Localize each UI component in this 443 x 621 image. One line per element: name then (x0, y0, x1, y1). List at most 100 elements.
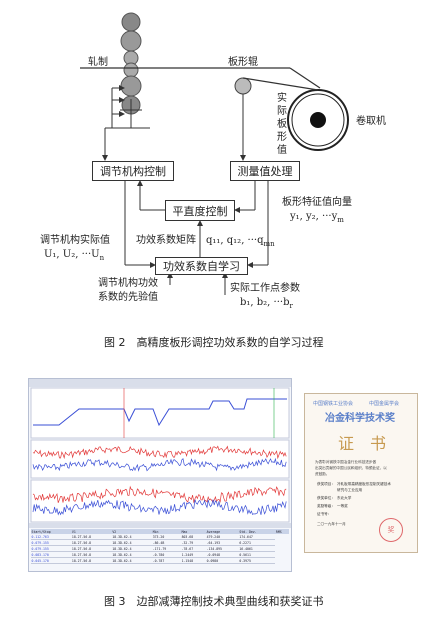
adjust-control-box: 调节机构控制 (92, 161, 174, 181)
actual-sub: n (99, 254, 105, 262)
stats-header-cell: Min (152, 529, 182, 534)
stats-cell: -134.895 (206, 545, 239, 552)
stats-cell: 18.2T-56.8 (71, 534, 112, 540)
stats-cell: 174.647 (238, 534, 276, 540)
feature-sub: m (337, 216, 344, 224)
cert-seal-text: 奖 (387, 526, 395, 534)
cert-field1-value: 冷轧板带高精度板形控制关键技术 (337, 482, 391, 486)
cert-body-line3: 资鼓励。 (315, 472, 330, 476)
stats-header-cell: Start/Stop (31, 529, 72, 534)
stats-header-cell: RMS (275, 529, 289, 534)
middle-red-curve (32, 445, 287, 460)
flatness-roll (234, 77, 252, 95)
prior-line1: 调节机构功效 (98, 278, 158, 289)
char: 形 (277, 132, 287, 143)
cert-field2-label: 获奖单位： (317, 496, 335, 500)
actual-flatness-vertical-label: 实 际 板 形 值 (276, 92, 288, 157)
stats-header-cell: V2 (111, 529, 153, 534)
feature-vector-label: 板形特征值向量 (282, 197, 352, 208)
feature-values: y₁, y₂, ···ym (290, 211, 344, 226)
work-params-values: b₁, b₂, ···br (240, 297, 293, 312)
cert-header-right: 中国金属学会 (369, 401, 400, 407)
feature-values-text: y₁, y₂, ···y (290, 211, 338, 222)
char: 实 (277, 93, 287, 104)
coiler-label: 卷取机 (356, 116, 386, 127)
stats-cell: -0.780 (152, 551, 182, 558)
cert-title: 冶金科学技术奖 (325, 413, 395, 424)
stats-cell: 803.68 (181, 534, 207, 540)
stats-cell: 0.112-763 (31, 534, 72, 540)
actual-values: U₁, U₂, ···Un (44, 249, 104, 264)
stats-header-cell: V1 (71, 529, 112, 534)
cert-field4-label: 证书号： (317, 512, 332, 516)
actual-value-title: 调节机构实际值 (40, 235, 110, 246)
stats-cell: 18.3D-62.4 (111, 539, 153, 546)
measure-process-box: 测量值处理 (230, 161, 300, 181)
figure2-caption: 图 2 高精度板形调控功效系数的自学习过程 (104, 336, 324, 349)
stats-cell: 16.4061 (238, 545, 276, 552)
cert-field3-label: 奖励等级： (317, 504, 335, 508)
work-params-title: 实际工作点参数 (230, 283, 300, 294)
cert-body-line1: 为表彰对钢铁中国冶金行业科技进步做 (315, 460, 377, 464)
flatness-control-box: 平直度控制 (165, 200, 235, 221)
stats-cell: 18.3D-62.4 (111, 551, 153, 558)
cert-field1-label: 获奖项目： (317, 482, 335, 486)
cert-header-left: 中国钢铁工业协会 (313, 401, 354, 407)
stats-cell: -78.67 (181, 545, 207, 552)
rolling-mill-rolls (120, 12, 142, 115)
cert-seal: 奖 (379, 518, 403, 542)
matrix-label: 功效系数矩阵 (136, 235, 196, 246)
stats-cell: 0.5611 (238, 551, 276, 558)
stats-cell: 0.045-170 (31, 557, 72, 564)
matrix-sub: mn (263, 240, 275, 248)
stats-cell: -0.0948 (206, 551, 239, 558)
cert-date: 二〇一九年十一月 (317, 522, 346, 526)
matrix-values-text: q₁₁, q₁₂, ···q (206, 235, 264, 246)
actual-values-text: U₁, U₂, ···U (44, 249, 100, 260)
cert-field3-value: 一等奖 (337, 504, 348, 508)
rolling-label: 轧制 (88, 57, 108, 68)
work-sub: r (289, 302, 293, 310)
stats-cell: -171.79 (152, 545, 182, 552)
stats-cell: 6.2271 (238, 539, 276, 546)
cert-field1-value2: 研究与工业应用 (337, 488, 363, 492)
flatness-roll-label: 板形辊 (228, 57, 258, 68)
stats-cell: 0.083-170 (31, 551, 72, 558)
prior-line2: 系数的先验值 (98, 292, 158, 303)
stats-cell: 18.3D-62.4 (111, 557, 153, 564)
figure3-caption: 图 3 边部减薄控制技术典型曲线和获奖证书 (104, 595, 324, 608)
stats-cell: 0.079-155 (31, 545, 72, 552)
work-params-text: b₁, b₂, ···b (240, 297, 290, 308)
figure2-diagram (80, 12, 349, 295)
bottom-red-curve (32, 485, 287, 504)
top-blue-curve (33, 398, 287, 427)
cert-big-chars: 证 书 (338, 434, 387, 453)
stats-cell: 18.2T-56.8 (71, 557, 112, 564)
stats-cell: -86.4B (152, 539, 182, 546)
stats-cell: 1.1548 (181, 557, 207, 564)
curve-noise (32, 445, 287, 516)
char: 值 (277, 145, 287, 156)
stats-cell: 18.2T-56.8 (71, 551, 112, 558)
stats-header-cell: Std. Dev. (238, 529, 276, 534)
char: 际 (277, 106, 287, 117)
char: 板 (277, 119, 287, 130)
stats-cell: 479.240 (206, 534, 239, 540)
stats-cell: 18.3D-62.4 (111, 534, 153, 540)
stats-cell: -64.193 (206, 539, 239, 546)
stats-cell: 0.079-155 (31, 539, 72, 546)
stats-cell: 0.3975 (238, 557, 276, 564)
stats-header-cell: Max (181, 529, 207, 534)
stats-cell: 18.3D-62.4 (111, 545, 153, 552)
matrix-values: q₁₁, q₁₂, ···qmn (206, 235, 275, 250)
award-certificate: 中国钢铁工业协会 中国金属学会 冶金科学技术奖 证 书 为表彰对钢铁中国冶金行业… (304, 393, 418, 553)
cert-body-line2: 出突出贡献的中国公民和组织，特颁此证，以 (315, 466, 387, 470)
